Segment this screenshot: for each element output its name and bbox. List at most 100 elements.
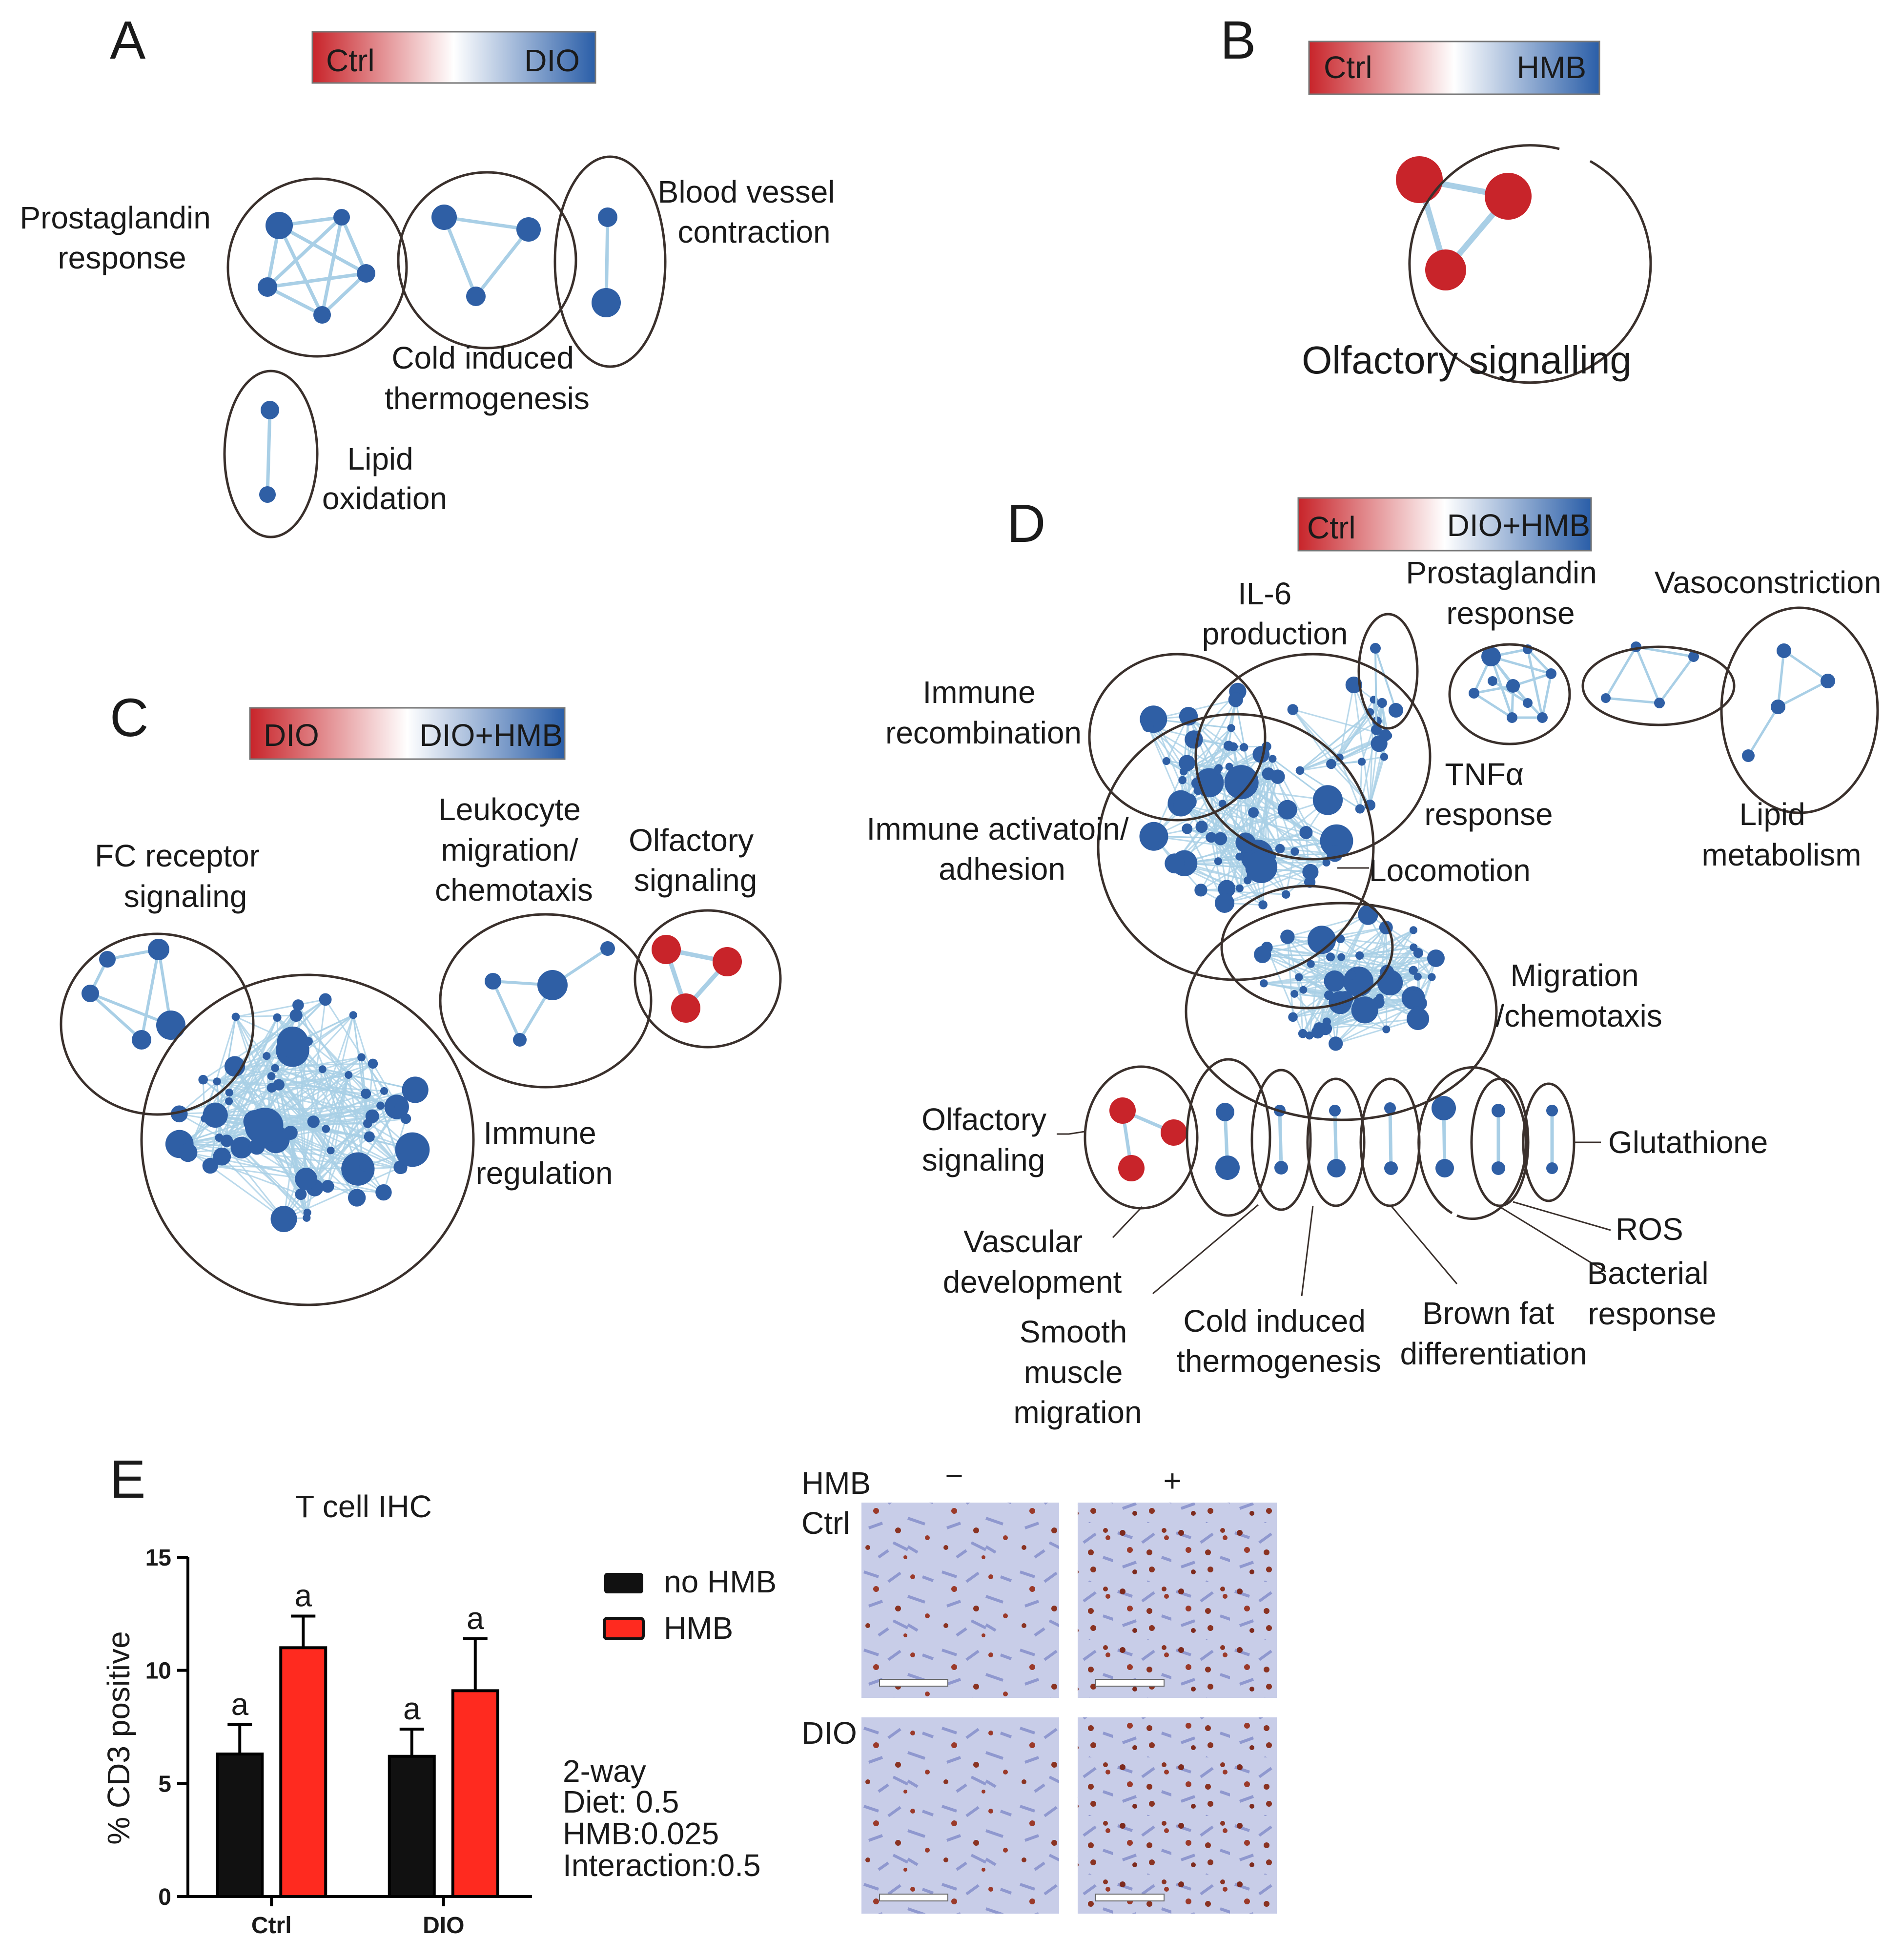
- network-node: [231, 1012, 240, 1021]
- network-node: [1357, 758, 1366, 766]
- immune-regulation-nodes: [165, 993, 430, 1233]
- network-node: [364, 1131, 375, 1142]
- y-tick-label: 15: [145, 1545, 171, 1571]
- network-node: [1277, 800, 1297, 820]
- network-node: [319, 993, 332, 1006]
- cluster-label-il6: IL-6 production: [1202, 576, 1348, 651]
- gradient-left-label: Ctrl: [1307, 510, 1356, 545]
- network-node: [1235, 884, 1244, 892]
- network-node: [1355, 804, 1365, 814]
- network-node: [402, 1076, 429, 1103]
- network-node: [1428, 973, 1436, 981]
- network-node: [1377, 698, 1387, 708]
- gradient-left-label: Ctrl: [326, 43, 375, 78]
- panel-e: E T cell IHC % CD3 positive 051015Ctrlaa…: [101, 1449, 1277, 1939]
- network-node: [1194, 884, 1207, 897]
- network-node: [395, 1132, 430, 1167]
- ihc-image-ctrl-hmb: [1078, 1503, 1277, 1698]
- network-node: [1182, 823, 1193, 834]
- network-node: [1337, 953, 1346, 961]
- network-node: [1299, 825, 1313, 839]
- network-node: [292, 999, 304, 1011]
- cluster-label-locomotion: Locomotion: [1369, 853, 1531, 888]
- network-node: [1288, 1012, 1298, 1022]
- ihc-image-dio-no-hmb: [861, 1717, 1059, 1914]
- network-node: [368, 1058, 378, 1069]
- cluster-label-olfactory-signalling: Olfactory signalling: [1302, 338, 1632, 382]
- network-node: [1335, 753, 1344, 762]
- cluster-label-cold-thermogenesis: Cold induced thermogenesis: [385, 340, 590, 416]
- network-node: [202, 1157, 218, 1174]
- network-node: [1254, 946, 1271, 963]
- ihc-row-dio-label: DIO: [801, 1715, 857, 1751]
- network-node: [230, 1136, 253, 1159]
- legend-swatch-no-hmb: [604, 1573, 643, 1593]
- gradient-right-label: DIO+HMB: [420, 718, 563, 753]
- network-node: [1218, 880, 1236, 898]
- network-node: [1358, 905, 1378, 925]
- network-node: [273, 1013, 282, 1022]
- x-category-label: DIO: [423, 1913, 464, 1939]
- panel-a: A Ctrl DIO: [20, 10, 835, 538]
- network-node: [1214, 832, 1228, 846]
- network-node: [1218, 800, 1227, 808]
- network-node: [322, 1125, 330, 1133]
- panel-e-label: E: [110, 1449, 145, 1509]
- network-node: [213, 1077, 221, 1086]
- network-node: [1214, 857, 1222, 866]
- cluster-label-lipid-metabolism: Lipid metabolism: [1701, 797, 1861, 872]
- network-node: [341, 1152, 375, 1186]
- network-node: [1228, 692, 1243, 707]
- two-way-anova-stats: 2-way Diet: 0.5 HMB:0.025 Interaction:0.…: [563, 1754, 761, 1883]
- cluster-label-prostaglandin: Prostaglandin response: [20, 200, 219, 275]
- panel-b-color-gradient: Ctrl HMB: [1308, 41, 1600, 95]
- panel-a-color-gradient: Ctrl DIO: [311, 31, 596, 84]
- network-node: [1326, 759, 1336, 769]
- network-node: [1307, 926, 1336, 954]
- network-node: [1322, 1017, 1331, 1026]
- bar: [451, 1689, 499, 1898]
- network-node: [1290, 847, 1299, 856]
- cluster-label-lipid-oxidation: Lipid oxidation: [322, 441, 447, 516]
- network-node: [348, 1189, 366, 1207]
- network-node: [1407, 1007, 1430, 1030]
- network-node: [1228, 742, 1238, 751]
- network-node: [1214, 893, 1235, 913]
- network-node: [170, 1105, 188, 1123]
- panel-d-network: [1057, 606, 1879, 1297]
- gradient-left-label: DIO: [264, 718, 319, 753]
- network-node: [1275, 844, 1285, 854]
- gradient-right-label: HMB: [1517, 50, 1586, 85]
- network-node: [1346, 970, 1356, 980]
- network-node: [398, 1165, 407, 1174]
- network-node: [1280, 929, 1295, 944]
- cluster-label-immune-activation: Immune activatoin/ adhesion: [867, 811, 1138, 887]
- network-node: [1409, 926, 1418, 934]
- chart-title: T cell IHC: [295, 1489, 432, 1524]
- network-node: [1269, 755, 1277, 763]
- network-node: [267, 1072, 276, 1080]
- panel-c-color-gradient: DIO DIO+HMB: [249, 707, 566, 760]
- cluster-label-cold-thermogenesis: Cold induced thermogenesis: [1176, 1303, 1381, 1379]
- network-node: [1355, 951, 1364, 960]
- network-node: [1139, 822, 1168, 851]
- ihc-plus-label: +: [1163, 1463, 1181, 1498]
- cluster-label-olfactory-signaling: Olfactory signaling: [629, 823, 762, 898]
- bar: [216, 1753, 264, 1898]
- network-node: [376, 1101, 385, 1110]
- network-node: [271, 1064, 279, 1073]
- cluster-label-olfactory-signaling: Olfactory signaling: [921, 1102, 1055, 1177]
- network-node: [1260, 979, 1268, 988]
- network-node: [1295, 973, 1303, 981]
- network-node: [365, 1109, 379, 1123]
- network-node: [1313, 1022, 1325, 1033]
- network-node: [1305, 1032, 1314, 1040]
- network-node: [1326, 952, 1335, 962]
- panel-b: B Ctrl HMB Olfactory signalling: [1220, 10, 1652, 384]
- network-node: [266, 1083, 277, 1093]
- panel-d-color-gradient: Ctrl DIO+HMB: [1297, 497, 1592, 552]
- cluster-label-vascular-development: Vascular development: [943, 1224, 1122, 1300]
- significance-letter: a: [294, 1578, 312, 1613]
- network-node: [283, 1125, 298, 1140]
